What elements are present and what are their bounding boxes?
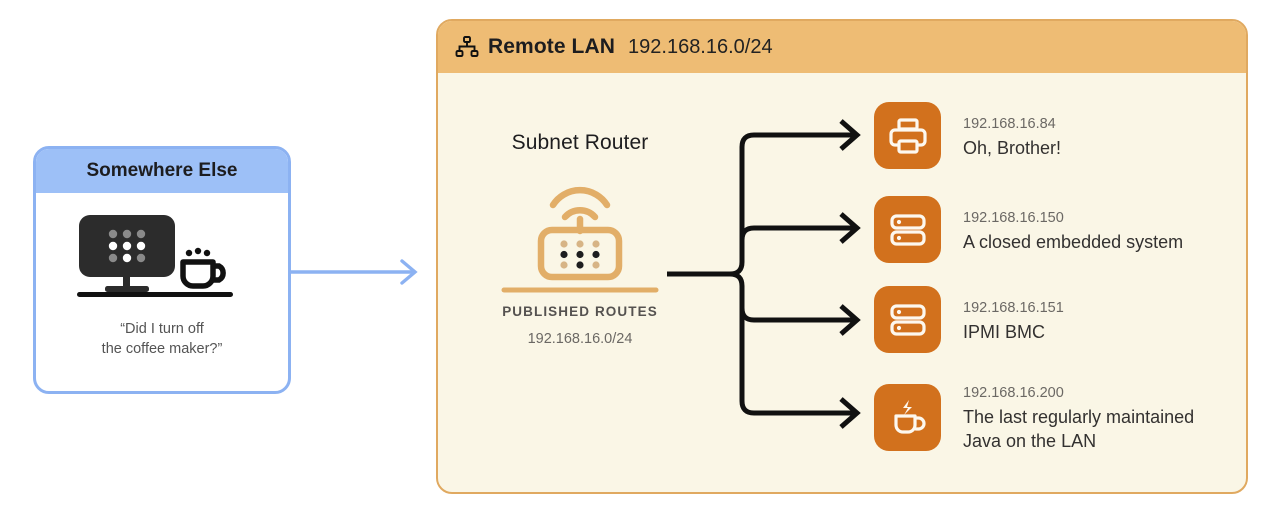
device-name: A closed embedded system [963, 231, 1184, 252]
remote-site-card-header: Somewhere Else [36, 149, 288, 193]
device-ip: 192.168.16.150 [963, 209, 1064, 226]
device-text: 192.168.16.150 A closed embedded system [963, 206, 1183, 254]
device-ip: 192.168.16.151 [963, 299, 1064, 316]
server-icon [889, 213, 926, 246]
remote-lan-subnet: 192.168.16.0/24 [628, 35, 773, 58]
device-name: The last regularly maintained Java on th… [963, 407, 1195, 451]
remote-site-card-body: “Did I turn off the coffee maker?” [36, 193, 288, 391]
remote-site-caption: “Did I turn off the coffee maker?” [102, 319, 223, 359]
device-row[interactable]: 192.168.16.200 The last regularly mainta… [874, 381, 1194, 453]
subnet-router-label: Subnet Router [511, 131, 649, 154]
remote-site-card: Somewhere Else [33, 146, 291, 394]
device-ip: 192.168.16.84 [963, 115, 1056, 132]
device-text: 192.168.16.200 The last regularly mainta… [963, 381, 1194, 453]
device-row[interactable]: 192.168.16.84 Oh, Brother! [874, 102, 1061, 169]
published-routes-heading: PUBLISHED ROUTES [502, 304, 658, 319]
branching-arrows-icon [667, 119, 861, 429]
sitemap-hierarchy-icon [455, 36, 479, 57]
device-text: 192.168.16.151 IPMI BMC [963, 296, 1064, 344]
device-name: Oh, Brother! [963, 137, 1062, 158]
device-name: IPMI BMC [963, 321, 1046, 342]
printer-icon [888, 117, 927, 154]
device-icon-tile [874, 196, 941, 263]
device-row[interactable]: 192.168.16.150 A closed embedded system [874, 196, 1183, 263]
device-text: 192.168.16.84 Oh, Brother! [963, 112, 1061, 160]
server-icon [889, 303, 926, 336]
subnet-router-block: Subnet Router PUBLISHED ROUTES 192.168.1… [465, 131, 695, 347]
published-routes-value: 192.168.16.0/24 [527, 331, 633, 347]
remote-site-title: Somewhere Else [86, 160, 238, 181]
right-arrow-icon [290, 259, 418, 285]
remote-lan-panel-header: Remote LAN 192.168.16.0/24 [438, 21, 1246, 73]
router-baseline-divider [501, 287, 659, 293]
device-icon-tile [874, 102, 941, 169]
device-row[interactable]: 192.168.16.151 IPMI BMC [874, 286, 1064, 353]
device-icon-tile [874, 286, 941, 353]
remote-lan-title: Remote LAN [488, 35, 616, 58]
device-icon-tile [874, 383, 941, 451]
java-coffee-cup-icon [893, 400, 926, 434]
device-ip: 192.168.16.200 [963, 385, 1064, 401]
desktop-monitor-with-coffee-cup-icon [77, 215, 233, 297]
remote-site-caption-line-1: “Did I turn off [120, 321, 204, 337]
remote-site-caption-line-2: the coffee maker?” [101, 341, 223, 357]
wireless-router-icon [537, 186, 623, 281]
